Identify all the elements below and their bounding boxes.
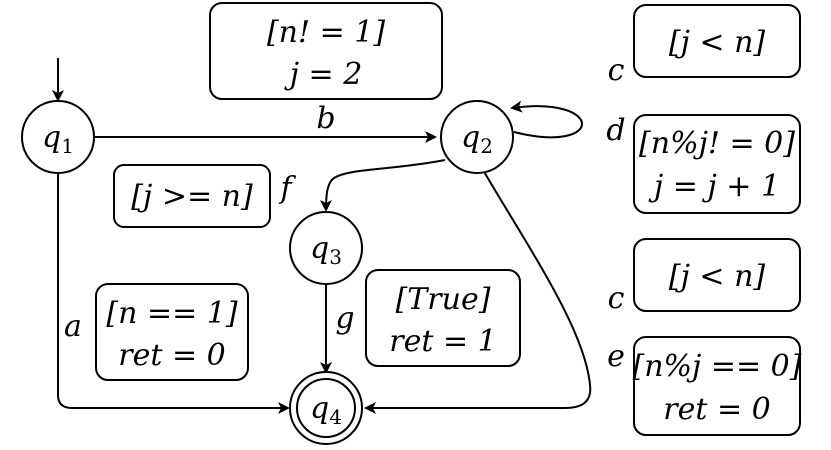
svg-text:q3: q3 — [310, 231, 342, 269]
edge-label-b: b — [316, 101, 335, 136]
guard-e-line1: [n%j == 0] — [633, 349, 802, 384]
guard-c-bottom-line1: [j < n] — [669, 259, 766, 294]
state-q4-final: q4 — [289, 371, 363, 445]
guard-d-line2: j = j + 1 — [648, 169, 780, 204]
guard-g-line1: [True] — [396, 282, 491, 317]
state-q1-sub: 1 — [61, 134, 74, 158]
guard-box-e: [n%j == 0] ret = 0 — [633, 336, 802, 436]
guard-g-line2: ret = 1 — [389, 324, 496, 359]
edge-label-g: g — [335, 301, 354, 336]
state-q3: q3 — [289, 211, 363, 285]
guard-b-line2: j = 2 — [284, 57, 363, 92]
guard-a-line2: ret = 0 — [118, 338, 225, 373]
state-q3-sub: 3 — [329, 245, 342, 269]
svg-text:q2: q2 — [461, 120, 493, 158]
state-q2-name: q — [461, 120, 480, 155]
guard-box-f: [j >= n] — [113, 164, 271, 228]
edge-d-selfloop-q2 — [510, 100, 583, 139]
guard-box-c-bottom: [j < n] — [633, 238, 801, 312]
state-q3-name: q — [310, 231, 329, 266]
svg-text:q4: q4 — [310, 391, 342, 429]
edge-label-d: d — [606, 113, 625, 148]
state-q2: q2 — [440, 100, 514, 174]
guard-box-a: [n == 1] ret = 0 — [95, 283, 249, 381]
guard-d-line1: [n%j! = 0] — [639, 126, 795, 161]
guard-box-c-top: [j < n] — [633, 4, 801, 78]
state-q4-name: q — [310, 391, 329, 426]
guard-box-b: [n! = 1] j = 2 — [209, 2, 443, 100]
guard-box-g: [True] ret = 1 — [365, 269, 521, 367]
guard-c-top-line1: [j < n] — [669, 25, 766, 60]
state-q1: q1 — [21, 100, 95, 174]
guard-b-line1: [n! = 1] — [267, 15, 385, 50]
edge-label-c-bottom: c — [608, 281, 625, 316]
state-q1-name: q — [42, 120, 61, 155]
state-q4-sub: 4 — [329, 405, 342, 429]
edge-f-q2-q3 — [320, 159, 446, 212]
guard-box-d: [n%j! = 0] j = j + 1 — [633, 114, 801, 214]
guard-e-line2: ret = 0 — [663, 392, 770, 427]
guard-a-line1: [n == 1] — [106, 296, 237, 331]
state-q2-sub: 2 — [480, 134, 493, 158]
edge-label-a: a — [64, 309, 82, 344]
edge-label-c-top: c — [608, 53, 625, 88]
svg-text:q1: q1 — [42, 120, 74, 158]
edge-label-e: e — [607, 339, 625, 374]
edge-label-f: f — [278, 171, 296, 206]
edge-c-e-q2-q4 — [364, 169, 592, 414]
edge-a-q1-q4 — [57, 164, 290, 414]
guard-f-line1: [j >= n] — [131, 179, 253, 214]
